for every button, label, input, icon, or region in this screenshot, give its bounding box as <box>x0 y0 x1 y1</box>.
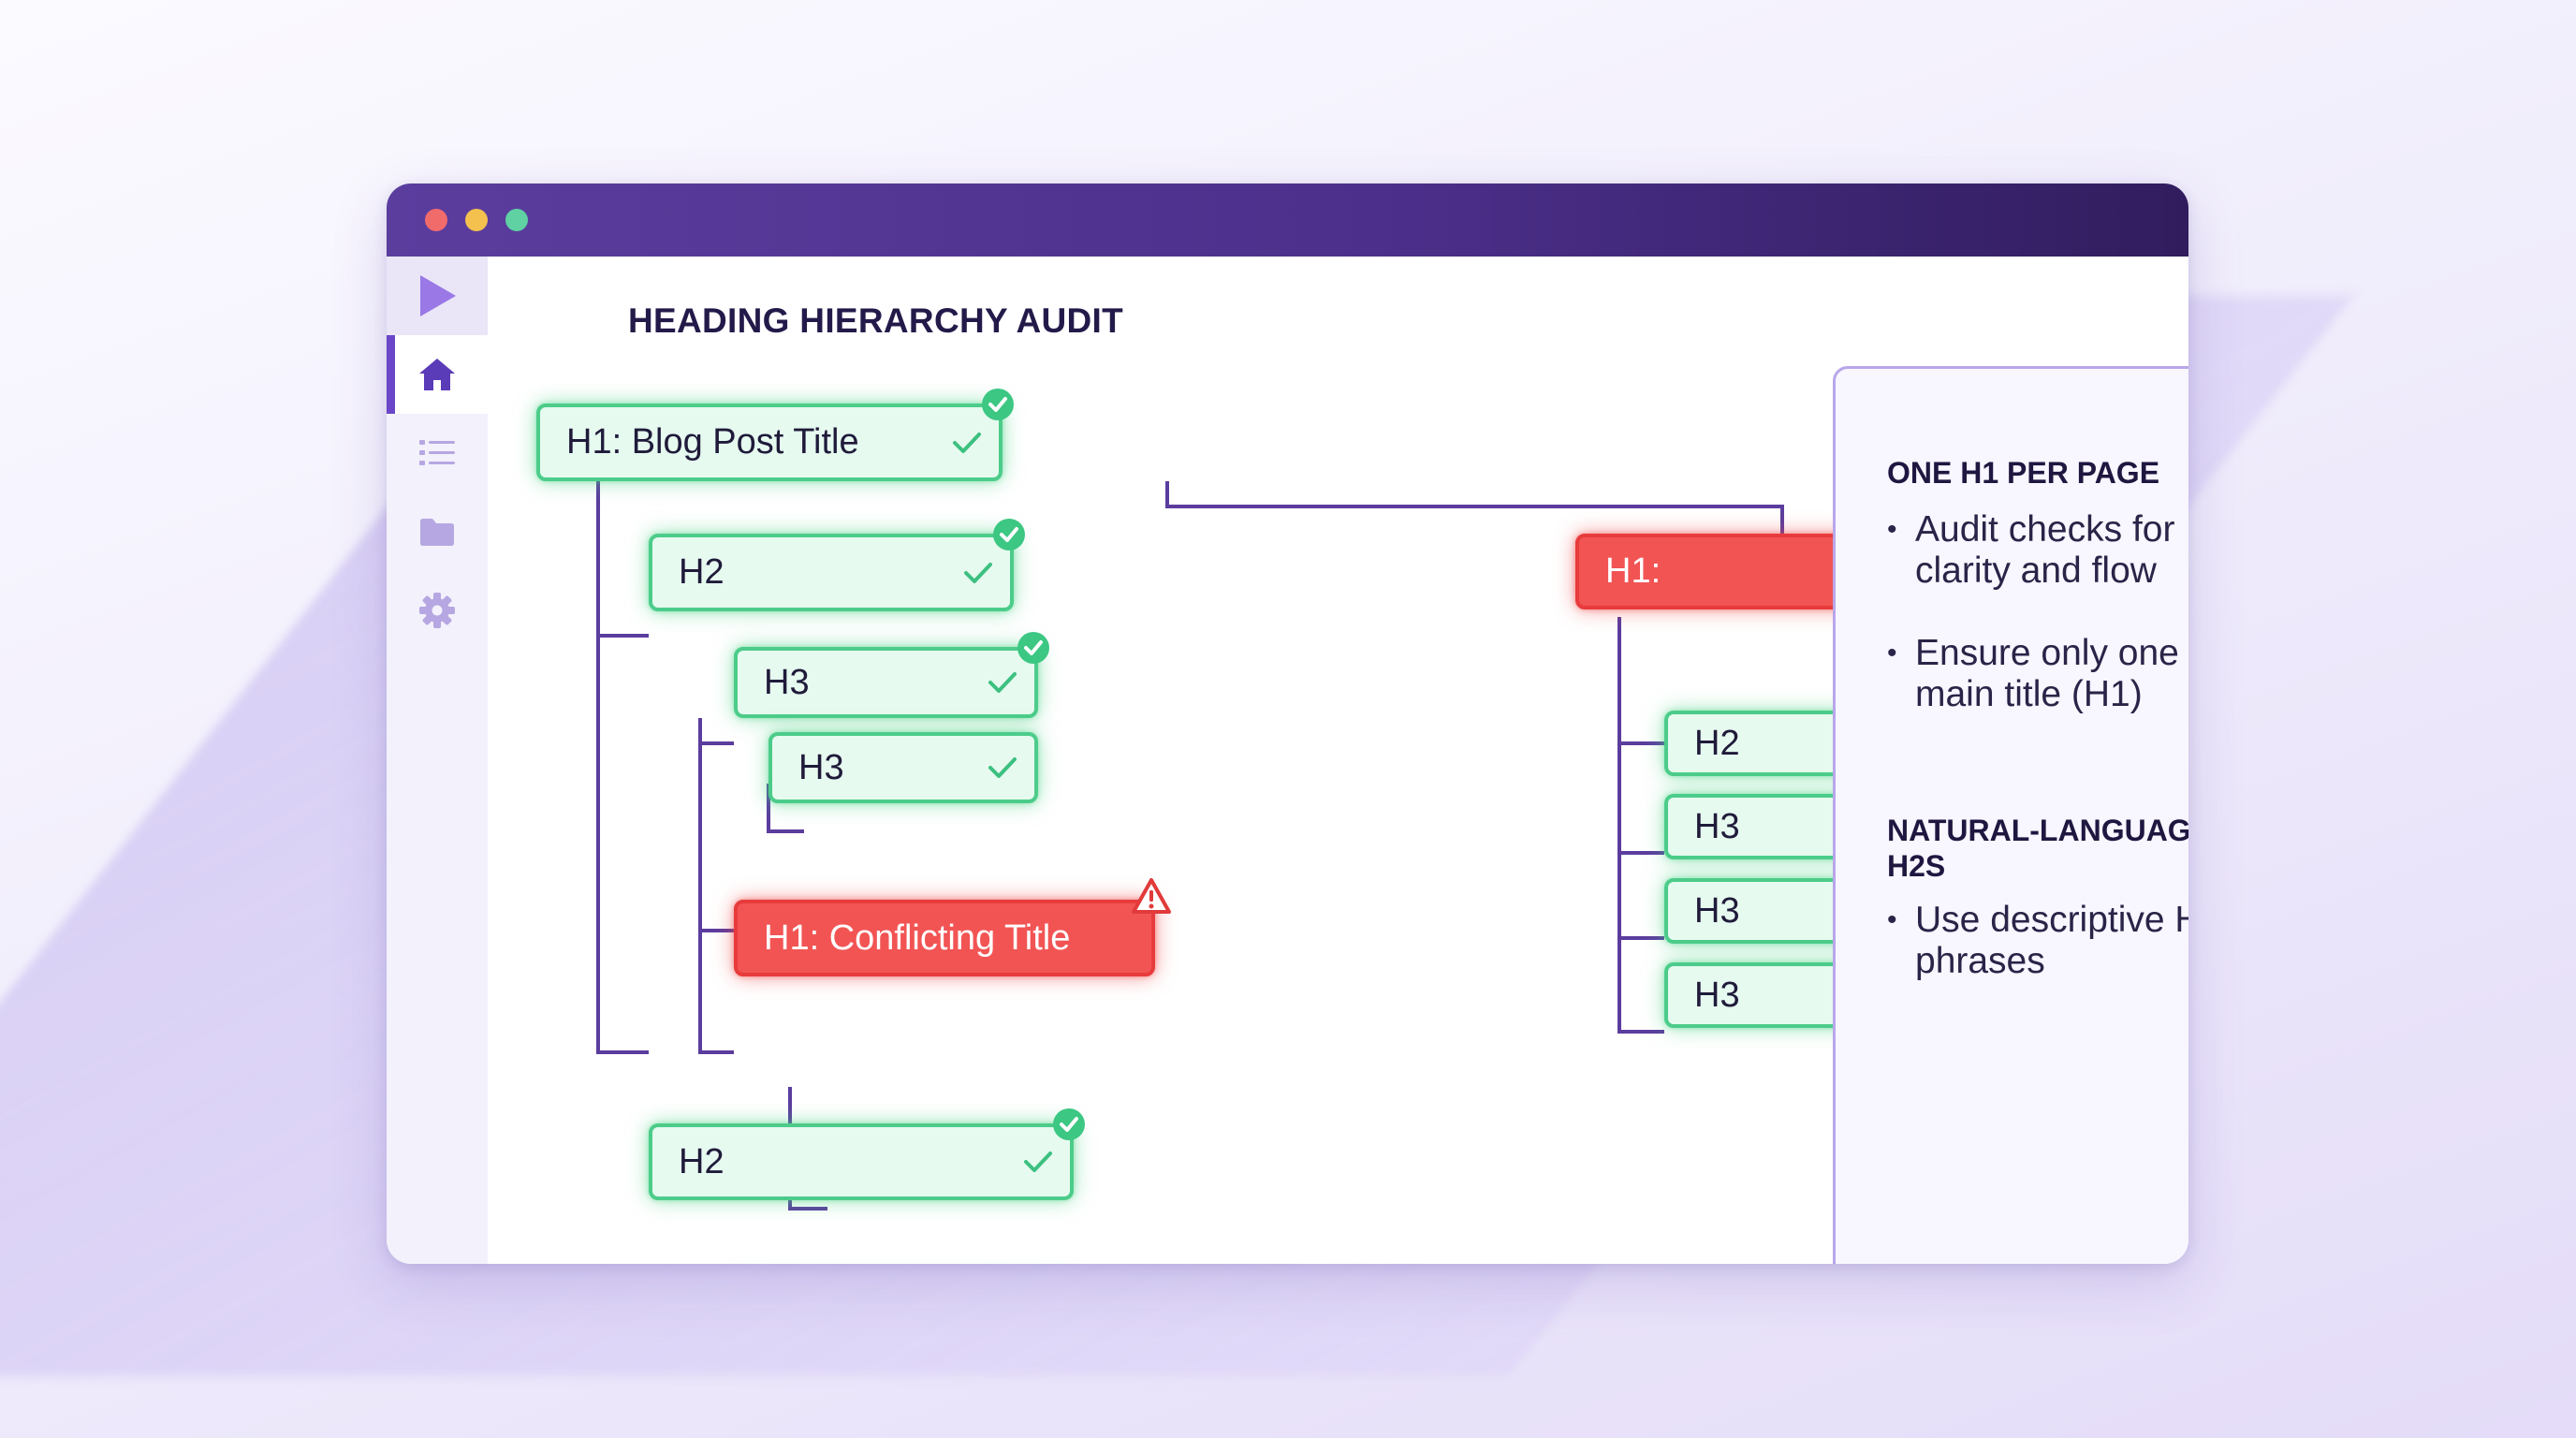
check-icon <box>953 432 981 453</box>
ok-badge-icon <box>982 389 1014 420</box>
app-window: HEADING HIERARCHY AUDIT <box>387 183 2188 1264</box>
node-label: H3 <box>764 662 810 702</box>
node-h2-second[interactable]: H2 <box>649 1108 1085 1200</box>
check-icon <box>988 757 1017 778</box>
node-label: H2 <box>679 552 724 592</box>
node-label: H1: <box>1605 551 1661 591</box>
connector-branch <box>1617 617 1664 1034</box>
node-label: H1: Blog Post Title <box>566 422 859 462</box>
main-content: HEADING HIERARCHY AUDIT <box>488 257 2188 1264</box>
sidebar <box>387 257 488 1264</box>
connector-h2-h3 <box>698 718 734 1054</box>
node-label: H3 <box>1694 806 1740 846</box>
node-h1-conflicting-title[interactable]: H1: Conflicting Title <box>734 878 1171 976</box>
sidebar-item-settings[interactable] <box>387 571 488 650</box>
ok-badge-icon <box>1017 632 1049 664</box>
sidebar-item-folder[interactable] <box>387 492 488 571</box>
node-label: H1: Conflicting Title <box>764 917 1071 958</box>
folder-icon <box>420 519 454 546</box>
node-label: H3 <box>798 747 844 787</box>
maximize-window-button[interactable] <box>505 209 528 231</box>
gear-icon <box>419 593 455 628</box>
node-h2-first[interactable]: H2 <box>649 519 1025 611</box>
warning-icon <box>1132 878 1171 914</box>
home-icon <box>419 359 455 390</box>
node-h1-blog-post-title[interactable]: H1: Blog Post Title <box>536 389 1014 481</box>
ok-badge-icon <box>1053 1108 1085 1140</box>
node-h3-first[interactable]: H3 <box>734 632 1049 718</box>
node-h3-second[interactable]: H3 <box>768 732 1038 803</box>
audit-guidelines-panel: ONE H1 PER PAGE •Audit checks for clarit… <box>1833 366 2188 1264</box>
play-icon <box>420 275 456 316</box>
sidebar-item-list[interactable] <box>387 414 488 492</box>
node-label: H3 <box>1694 890 1740 931</box>
panel-heading-natural-language-h2s: NATURAL-LANGUAGE H2S <box>1887 814 2188 883</box>
check-icon <box>1024 1152 1052 1172</box>
sidebar-item-logo[interactable] <box>387 257 488 335</box>
panel-bullet: •Audit checks for clarity and flow <box>1887 509 2175 591</box>
check-icon <box>988 672 1017 693</box>
ok-badge-icon <box>1051 1263 1087 1264</box>
connector-cross-h1 <box>1165 481 1784 534</box>
minimize-window-button[interactable] <box>465 209 488 231</box>
panel-bullet: •Ensure only one main title (H1) <box>1887 633 2179 714</box>
panel-bullet: •Use descriptive H2 phrases <box>1887 900 2188 981</box>
node-label: H2 <box>1694 723 1740 763</box>
list-icon <box>419 440 455 465</box>
connector-h2-h3-conflict <box>698 718 734 932</box>
page-title: HEADING HIERARCHY AUDIT <box>628 301 1124 340</box>
sidebar-item-home[interactable] <box>387 335 488 414</box>
ok-badge-icon <box>993 519 1025 550</box>
check-icon <box>964 562 992 583</box>
node-label: H3 <box>1694 975 1740 1015</box>
node-label: H2 <box>679 1141 724 1181</box>
title-bar <box>387 183 2188 257</box>
close-window-button[interactable] <box>425 209 447 231</box>
panel-heading-one-h1: ONE H1 PER PAGE <box>1887 456 2160 490</box>
connector-h1-h2 <box>596 481 649 1054</box>
